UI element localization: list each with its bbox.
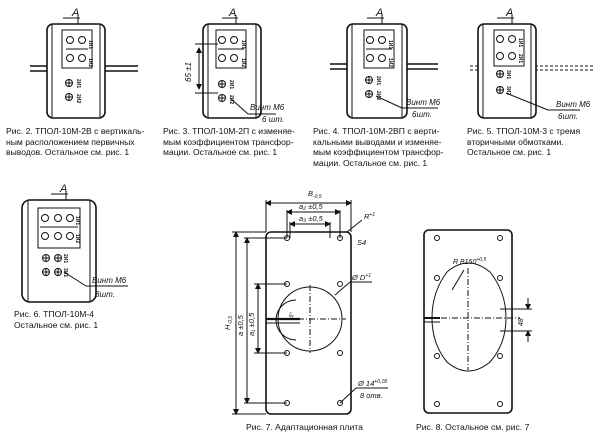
figure-2-drawing: A <box>30 7 138 119</box>
terminal-label: 2И1 <box>62 254 68 263</box>
terminal-label: 1И2 <box>387 58 393 67</box>
dimension-65: 65 ±1 <box>184 62 193 82</box>
dimension-a3: а₃ ±0,5 <box>299 214 324 223</box>
thickness-label: S4 <box>357 238 366 247</box>
terminal-label: 2И1 <box>375 76 381 85</box>
terminal-label: 2И1 <box>517 54 523 63</box>
terminal-label: 3И1 <box>62 268 68 277</box>
terminal-label: 1И2 <box>240 58 246 67</box>
figure-8-drawing <box>423 229 532 414</box>
terminal-label: 2И1 <box>75 79 81 88</box>
screw-callout: Винт М6 <box>250 103 285 112</box>
terminal-label: 1И1 <box>387 40 393 49</box>
terminal-label: 1И2 <box>87 58 93 67</box>
screw-callout: Винт М6 <box>556 100 591 109</box>
figure-7-caption: Рис. 7. Адаптационная плита <box>246 422 363 432</box>
view-label-a: A <box>228 7 236 19</box>
screw-qty: 6шт. <box>558 112 578 121</box>
figure-6-caption: Рис. 6. ТПОЛ-10М-4 Остальное см. рис. 1 <box>14 309 99 330</box>
dimension-a: а ±0,5 <box>236 314 245 336</box>
terminal-label: 2И2 <box>228 95 234 104</box>
screw-qty: 6 шт. <box>262 115 284 124</box>
screw-qty: 6шт. <box>412 110 432 119</box>
screw-callout: Винт М6 <box>406 98 441 107</box>
terminal-label: 2И2 <box>75 94 81 103</box>
screw-callout: Винт М6 <box>92 276 127 285</box>
figure-2-caption: Рис. 2. ТПОЛ-10М-2В с вертикаль- ным рас… <box>6 126 145 158</box>
plate-height-label: H-0,5 <box>223 316 234 330</box>
view-label-a: A <box>375 7 383 19</box>
dimension-a2: а₂ ±0,5 <box>299 202 323 211</box>
figure-3-caption: Рис. 3. ТПОЛ-10М-2П с изменяе- мым коэфф… <box>163 126 295 158</box>
figure-7-drawing <box>232 200 388 415</box>
terminal-label: 1И1 <box>74 216 80 225</box>
figure-4-drawing: A <box>330 7 438 119</box>
figure-6-drawing: A <box>21 183 128 303</box>
terminal-label: 1И1 <box>240 40 246 49</box>
figure-5-caption: Рис. 5. ТПОЛ-10М-3 с тремя вторичными об… <box>467 126 581 158</box>
plate-width-label: В-0,5 <box>308 189 322 200</box>
terminal-label: 3И1 <box>505 70 511 79</box>
corner-radius-label: R+1 <box>364 212 375 221</box>
terminal-label: 1И1 <box>517 38 523 47</box>
terminal-label: 3И2 <box>505 86 511 95</box>
figure-4-caption: Рис. 4. ТПОЛ-10М-2ВП с верти- кальными в… <box>313 126 444 168</box>
terminal-label: 1И1 <box>87 40 93 49</box>
figure-3-drawing: A <box>195 7 276 119</box>
view-label-a: A <box>71 7 79 19</box>
dimension-48: 48 <box>518 318 525 326</box>
screw-qty: 8шт. <box>95 290 115 299</box>
angle-label: 5° <box>289 311 296 318</box>
terminal-label: 1И2 <box>74 234 80 243</box>
terminal-label: 2И1 <box>228 80 234 89</box>
figure-5-drawing: A <box>470 7 594 119</box>
figure-8-caption: Рис. 8. Остальное см. рис. 7 <box>416 422 530 432</box>
terminal-label: 2И2 <box>375 91 381 100</box>
view-label-a: A <box>505 7 513 19</box>
opening-radius-label: R В150+0,5 <box>453 257 486 266</box>
mount-hole-label: Ø 14+0,18 <box>357 379 387 388</box>
dimension-a1: а₁ ±0,5 <box>247 312 256 336</box>
view-label-a: A <box>59 183 67 195</box>
mount-hole-qty: 8 отв. <box>360 391 383 400</box>
opening-diameter-label: Ø D+1 <box>351 273 371 282</box>
